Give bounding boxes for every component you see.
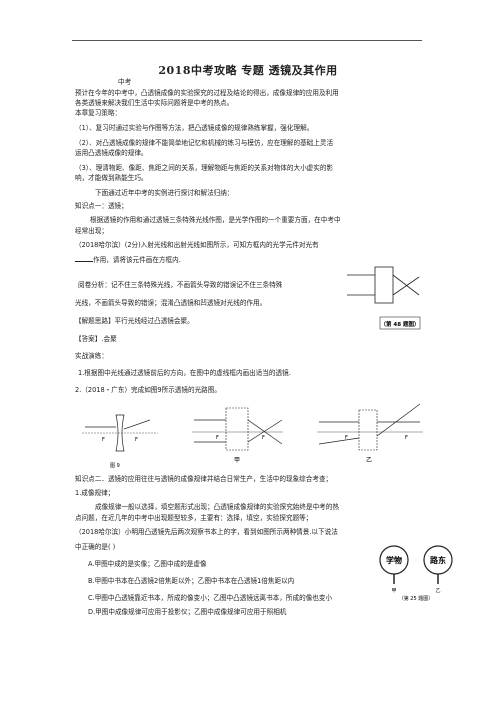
label-jia: 甲 [234, 457, 240, 464]
text-line: 响，才能做到熟能生巧。 [75, 174, 148, 182]
focus-label: F [262, 435, 265, 441]
focus-label: F [102, 437, 105, 443]
outgoing-ray [392, 276, 420, 296]
text-line: 知识点二．透镜的应用往往与透镜的成像规律并结合日常生产，生活中的现象综合考查； [75, 475, 333, 483]
page-title: 2018中考攻略 专题 透镜及其作用 [158, 64, 338, 77]
text-line: 光线，不画箭头导致的错误；混淆凸透镜和凹透镜对光线的作用。 [75, 299, 267, 307]
outgoing-ray [247, 419, 283, 443]
fig9-caption: 图 9 [110, 463, 120, 469]
focus-label: F [405, 435, 408, 441]
option-c: C.甲图中凸透镜靠近书本，所成的像变小；乙图中凸透镜远离书本，所成的像也变小 [88, 594, 333, 602]
text-line: 阅卷分析：记不住三条特殊光线，不画箭头导致的错误记不住三条特殊 [78, 281, 283, 289]
text-line: 【解题思路】平行光线经过凸透镜会聚。 [75, 317, 194, 325]
text-line: 预计在今年的中考中，凸透镜成像的实验探究的过程及结论的得出，成像规律的应用及利用 [75, 89, 339, 97]
figure-48: （第 48 题图） [347, 266, 421, 330]
book-text-jia: 学物 [386, 555, 402, 565]
outgoing-ray [123, 419, 151, 430]
text-line: （3）、理清物距、像距、焦距之间的关系，理解物距与焦距的关系对物体的大小虚实的影 [75, 164, 334, 172]
lens-dashed-box [358, 409, 378, 451]
lens-dashed-box [225, 407, 249, 451]
option-a: A.甲图中成的是实像；乙图中成的是虚像 [88, 560, 207, 568]
focus-label: F [345, 435, 348, 441]
text-line: （2018哈尔滨）小明用凸透镜先后两次观察书本上的字，看到如图所示两种情景.以下… [75, 528, 338, 536]
text-line: 作用，请将该元件画在方框内. [75, 255, 181, 265]
option-d: D.甲图中成像规律可应用于投影仪；乙图中成像规律可应用于照相机 [88, 608, 287, 616]
book-text-yi: 路东 [430, 555, 446, 565]
text-line: 中正确的是( ) [75, 543, 116, 551]
text-line: 2.（2018・广东）完成如图9所示透镜的光路图。 [75, 386, 221, 394]
header-rule [72, 40, 422, 41]
text-line: 本章复习策略： [75, 109, 122, 117]
focus-label: F [216, 435, 219, 441]
text-line: 【答案】.会聚 [75, 335, 117, 343]
text-span: 作用，请将该元件画在方框内. [93, 256, 181, 264]
label-yi: 乙 [435, 587, 440, 594]
text-line: 知识点一：透镜； [75, 202, 128, 210]
outgoing-ray [376, 403, 421, 437]
figure-jia: F F 甲 [192, 407, 283, 464]
subhead: 中考 [118, 78, 132, 86]
outgoing-ray [392, 274, 420, 296]
lens-box [374, 266, 394, 304]
text-line: （2018哈尔滨）(2分)入射光线和出射光线如图所示，可知方框内的光学元件对光有 [75, 241, 319, 249]
focus-label: F [135, 437, 138, 443]
text-line: （1）、复习时通过实验与作图等方法，把凸透镜成像的规律熟练掌握，强化理解。 [75, 124, 314, 132]
option-b: B.甲图中书本在凸透镜2倍焦距以外；乙图中书本在凸透镜1倍焦距以内 [88, 577, 295, 585]
caption-frame [379, 316, 421, 330]
fig48-caption: （第 48 题图） [381, 320, 420, 328]
text-line: 根据透镜的作用和通过透镜三条特殊光线作图，是光学作图的一个重要方面，在中考中 [90, 216, 341, 224]
text-line: 1.根据图中光线通过透镜前后的方向，在图中的虚线框内画出适当的透镜. [78, 369, 291, 377]
text-line: 实战演练： [75, 352, 108, 360]
label-jia: 甲 [391, 588, 396, 594]
figure-25: 学物 路东 甲 乙 （第 25 题图） [379, 545, 453, 602]
text-line: 1.成像规律； [75, 489, 115, 497]
fig25-caption: （第 25 题图） [399, 595, 434, 602]
text-line: 下面通过近年中考的实例进行探讨和解法归纳： [95, 189, 234, 197]
figure-yi: F F 乙 [317, 403, 423, 464]
incoming-ray [318, 437, 360, 445]
text-line: 成像规律一般以选择，填空题形式出现；凸透镜成像规律的实验探究始终是中考的热 [95, 503, 339, 511]
label-yi: 乙 [366, 457, 372, 464]
outgoing-ray [247, 419, 283, 445]
text-line: （2）、对凸透镜成像的规律不能简单地记忆和机械的练习与模仿，应在理解的基础上灵活 [75, 139, 334, 147]
text-line: 各类透镜来解决我们生活中实际问题将是中考的热点。 [75, 99, 234, 107]
text-line: 运用凸透镜成像的规律。 [75, 149, 148, 157]
text-line: 经常出现； [75, 227, 108, 235]
text-line: 点问题，在近几年的中考中出现题型较多，主要有：选择，填空，实验探究题等； [75, 514, 313, 522]
figure-9: F F 图 9 [82, 414, 158, 469]
concave-lens [115, 414, 125, 452]
answer-blank[interactable] [75, 255, 93, 262]
